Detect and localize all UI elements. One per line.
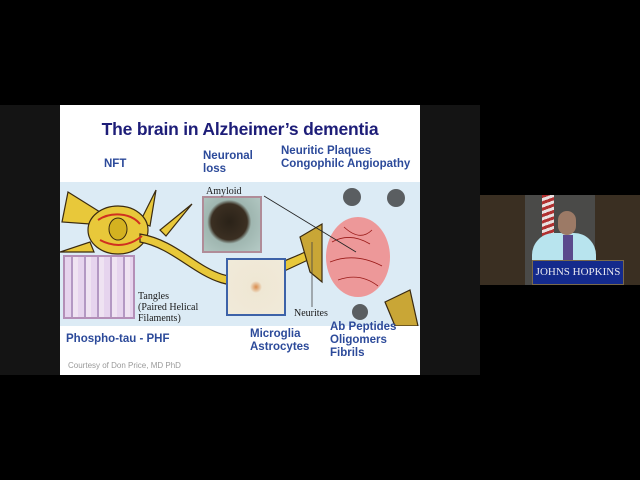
wood-panel-left: [480, 195, 525, 285]
slide-credit: Courtesy of Don Price, MD PhD: [68, 361, 181, 370]
microglia-micrograph: [226, 258, 286, 316]
speaker-tie: [563, 235, 573, 261]
label-ab-peptides: Ab Peptides Oligomers Fibrils: [330, 321, 397, 359]
flag: [542, 195, 554, 240]
label-neuronal-loss: Neuronal loss: [203, 150, 253, 175]
label-tangles: Tangles (Paired Helical Filaments): [138, 291, 199, 324]
tangles-micrograph: [63, 255, 135, 319]
podium: JOHNS HOPKINS: [532, 260, 624, 285]
label-neurites: Neurites: [294, 308, 328, 319]
speaker-video-tile[interactable]: JOHNS HOPKINS: [480, 195, 640, 285]
slide-title: The brain in Alzheimer’s dementia: [101, 119, 379, 139]
label-microglia-astrocytes: Microglia Astrocytes: [250, 328, 310, 353]
label-amyloid: Amyloid: [206, 186, 242, 197]
amyloid-micrograph: [202, 196, 262, 253]
label-phospho-tau: Phospho-tau - PHF: [66, 333, 170, 345]
slide: The brain in Alzheimer’s dementia NFT Ne…: [60, 105, 420, 375]
label-nft: NFT: [104, 158, 127, 170]
speaker-head: [558, 211, 576, 235]
label-neuritic-plaques: Neuritic Plaques Congophilc Angiopathy: [281, 145, 411, 170]
